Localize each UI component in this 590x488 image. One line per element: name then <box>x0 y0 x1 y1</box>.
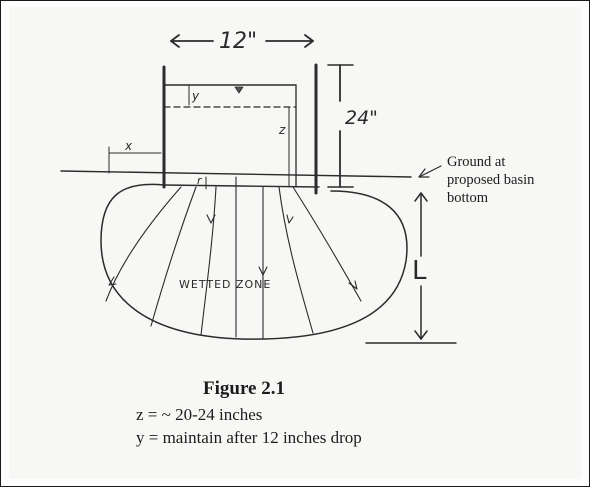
caption-z-line: z = ~ 20-24 inches <box>136 405 263 424</box>
x-label: x <box>124 139 133 153</box>
z-label: z <box>278 123 286 137</box>
ground-label-line: proposed basin <box>447 172 535 188</box>
x-dimension <box>108 146 162 174</box>
width-label: 12" <box>219 29 257 54</box>
height-dimension <box>327 64 354 188</box>
flow-lines <box>105 186 362 340</box>
ground-label-line: Ground at <box>447 154 506 170</box>
width-dimension-arrow <box>170 34 314 48</box>
height-label: 24" <box>345 107 378 129</box>
y-label: y <box>191 89 200 103</box>
ground-line <box>60 170 412 178</box>
wetted-zone-outline <box>100 183 408 340</box>
caption-y-line: y = maintain after 12 inches drop <box>136 428 362 447</box>
flow-arrowheads <box>108 214 358 290</box>
wetted-zone-label: WETTED ZONE <box>179 278 271 291</box>
test-ring <box>162 63 318 195</box>
ground-label-line: bottom <box>447 190 489 206</box>
figure-title: Figure 2.1 <box>203 378 285 399</box>
ground-label: Ground at proposed basin bottom <box>447 153 534 207</box>
depth-dimension <box>365 192 457 344</box>
r-label: r <box>197 174 203 187</box>
ground-label-arrow <box>418 165 442 178</box>
depth-label: L <box>412 256 427 286</box>
